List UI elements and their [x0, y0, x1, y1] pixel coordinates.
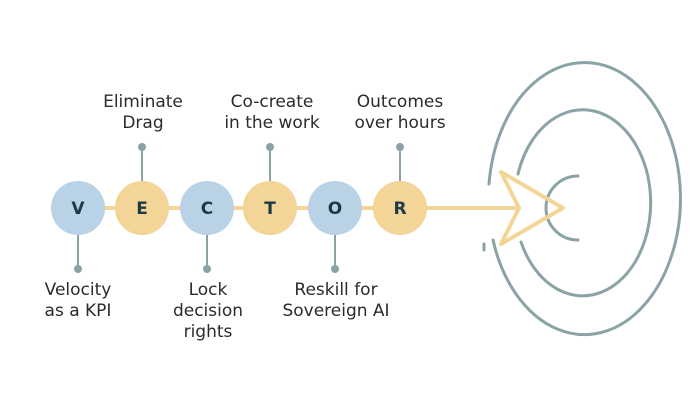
letter-circle-c [180, 181, 234, 235]
letter-circle-v [51, 181, 105, 235]
stem-dot [203, 265, 211, 273]
letter-v: V [71, 199, 85, 219]
letter-t: T [264, 199, 276, 219]
letter-circle-t [243, 181, 297, 235]
letter-circle-o [308, 181, 362, 235]
stem-dot [396, 143, 404, 151]
letter-circle-r [373, 181, 427, 235]
stem-dot [138, 143, 146, 151]
letter-e: E [136, 199, 148, 219]
target-icon [482, 61, 682, 337]
stem-dot [266, 143, 274, 151]
stem-dot [331, 265, 339, 273]
letter-circle-e [115, 181, 169, 235]
letter-c: C [201, 199, 213, 219]
letter-o: O [328, 199, 342, 219]
arrow-icon [499, 170, 565, 246]
stem-dot [74, 265, 82, 273]
letter-r: R [393, 199, 406, 219]
